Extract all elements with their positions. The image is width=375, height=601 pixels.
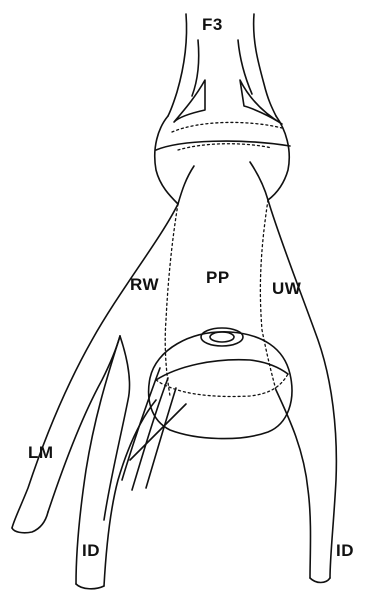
label-id-left: ID (82, 541, 100, 560)
label-pp: PP (206, 268, 230, 287)
label-id-right: ID (336, 541, 354, 560)
lm-limb (12, 336, 120, 533)
pp-region (165, 200, 276, 396)
label-uw: UW (272, 279, 302, 298)
central-bulb (149, 328, 292, 439)
label-lm: LM (28, 443, 54, 462)
label-f3: F3 (202, 15, 223, 34)
label-rw: RW (130, 275, 159, 294)
inner-strands (104, 336, 186, 520)
